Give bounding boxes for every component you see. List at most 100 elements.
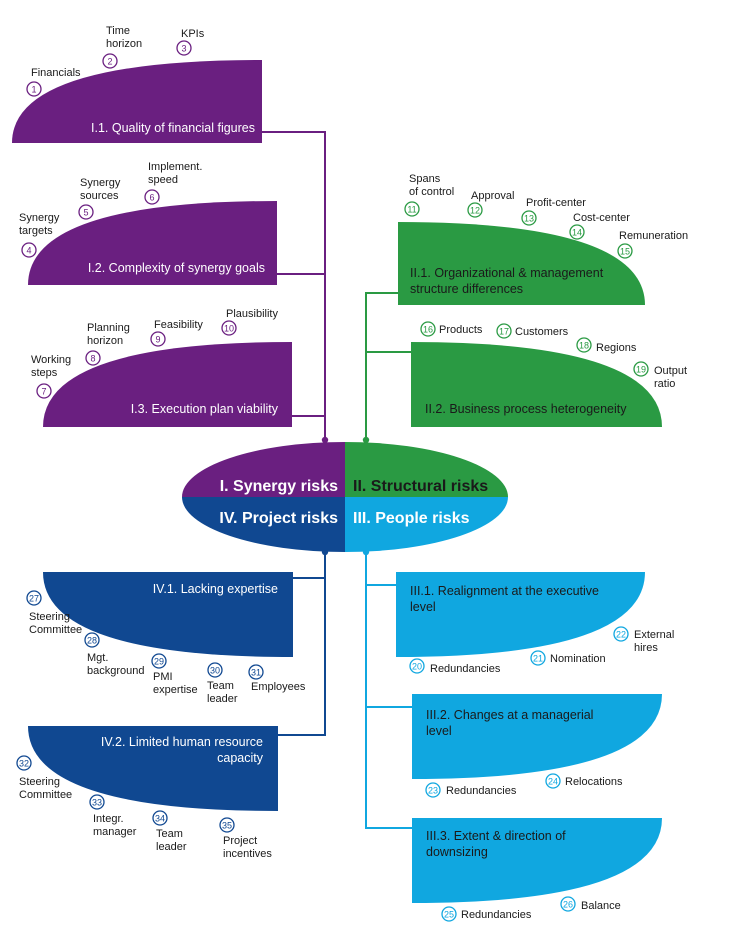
item-label: Implement. (148, 161, 202, 173)
category-title-iii1: level (410, 600, 436, 614)
item-label: Spans (409, 173, 441, 185)
hub-quadrant-people (345, 497, 508, 552)
item-number-badge (150, 331, 166, 347)
item-label: Committee (29, 624, 82, 636)
hub-label-q4: IV. Project risks (219, 510, 338, 527)
item-label: Customers (515, 326, 569, 338)
category-title-iii2: level (426, 724, 452, 738)
item-number: 30 (210, 666, 220, 676)
item-label: Team (207, 680, 234, 692)
item-label: incentives (223, 848, 272, 860)
hub-quadrant-synergy (182, 442, 345, 497)
category-title-iv1: IV.1. Lacking expertise (153, 582, 278, 596)
item-label: leader (207, 693, 238, 705)
item-label: Committee (19, 789, 72, 801)
category-title-iv2: IV.2. Limited human resource (101, 735, 263, 749)
connector-line (262, 131, 326, 440)
category-title-iii3: downsizing (426, 845, 488, 859)
item-label: Redundancies (461, 909, 532, 921)
item-number-badge (530, 650, 546, 666)
item-label: External (634, 629, 674, 641)
item-number: 3 (181, 44, 186, 54)
item-number-badge (409, 658, 425, 674)
item-label: ratio (654, 378, 675, 390)
item-label: Remuneration (619, 230, 688, 242)
connector-dot (362, 436, 370, 444)
item-number: 19 (636, 365, 646, 375)
item-number-badge (26, 81, 42, 97)
item-label: Team (156, 828, 183, 840)
item-label: Synergy (80, 177, 121, 189)
hub-label-q3: III. People risks (353, 510, 470, 527)
item-label: Steering (19, 776, 60, 788)
item-number-badge (144, 189, 160, 205)
item-number-badge (89, 794, 105, 810)
item-number: 23 (428, 786, 438, 796)
item-number: 9 (155, 335, 160, 345)
item-label: leader (156, 841, 187, 853)
category-title-i3: I.3. Execution plan viability (131, 402, 279, 416)
item-number: 16 (423, 325, 433, 335)
item-label: Working (31, 354, 71, 366)
item-number: 25 (444, 910, 454, 920)
item-label: of control (409, 186, 454, 198)
item-label: hires (634, 642, 658, 654)
connector-dot (321, 436, 329, 444)
item-label: Mgt. (87, 652, 108, 664)
item-label: Planning (87, 322, 130, 334)
item-label: expertise (153, 684, 198, 696)
item-label: Regions (596, 342, 637, 354)
item-number: 18 (579, 341, 589, 351)
category-title-i1: I.1. Quality of financial figures (91, 121, 255, 135)
item-number: 5 (83, 208, 88, 218)
item-number-badge (613, 626, 629, 642)
item-number: 14 (572, 228, 582, 238)
item-label: Output (654, 365, 687, 377)
item-number: 4 (26, 246, 31, 256)
item-label: sources (80, 190, 119, 202)
item-label: Feasibility (154, 319, 203, 331)
item-number-badge (633, 361, 649, 377)
item-label: Employees (251, 681, 306, 693)
category-title-iii1: III.1. Realignment at the executive (410, 584, 599, 598)
item-number-badge (36, 383, 52, 399)
item-number: 13 (524, 214, 534, 224)
category-title-ii1: II.1. Organizational & management (410, 266, 604, 280)
category-shape-iv2 (28, 726, 278, 811)
central-hub: I. Synergy risks II. Structural risksIII.… (182, 442, 508, 552)
item-label: Project (223, 835, 257, 847)
item-number-badge (576, 337, 592, 353)
item-number: 2 (107, 57, 112, 67)
category-shape-iii3 (412, 818, 662, 903)
item-label: Products (439, 324, 483, 336)
hub-label-q1: I. Synergy risks (220, 478, 338, 495)
item-label: Cost-center (573, 212, 630, 224)
item-number-badge (16, 755, 32, 771)
hub-quadrant-structural (345, 442, 508, 497)
hub-label-q2: II. Structural risks (353, 478, 488, 495)
item-number: 6 (149, 193, 154, 203)
connector-line (365, 292, 398, 440)
item-label: Balance (581, 900, 621, 912)
category-title-i2: I.2. Complexity of synergy goals (88, 261, 265, 275)
item-number: 1 (31, 85, 36, 95)
item-number-badge (152, 810, 168, 826)
item-number: 7 (41, 387, 46, 397)
item-number: 8 (90, 354, 95, 364)
item-number-badge (219, 817, 235, 833)
item-number-badge (21, 242, 37, 258)
item-number: 20 (412, 662, 422, 672)
item-label: speed (148, 174, 178, 186)
category-title-ii2: II.2. Business process heterogeneity (425, 402, 627, 416)
item-label: Steering (29, 611, 70, 623)
category-shape-iii1 (396, 572, 645, 657)
item-number: 10 (224, 324, 234, 334)
item-label: Redundancies (430, 663, 501, 675)
item-number-badge (151, 653, 167, 669)
item-label: Plausibility (226, 308, 278, 320)
item-number-badge (545, 773, 561, 789)
item-label: targets (19, 225, 53, 237)
